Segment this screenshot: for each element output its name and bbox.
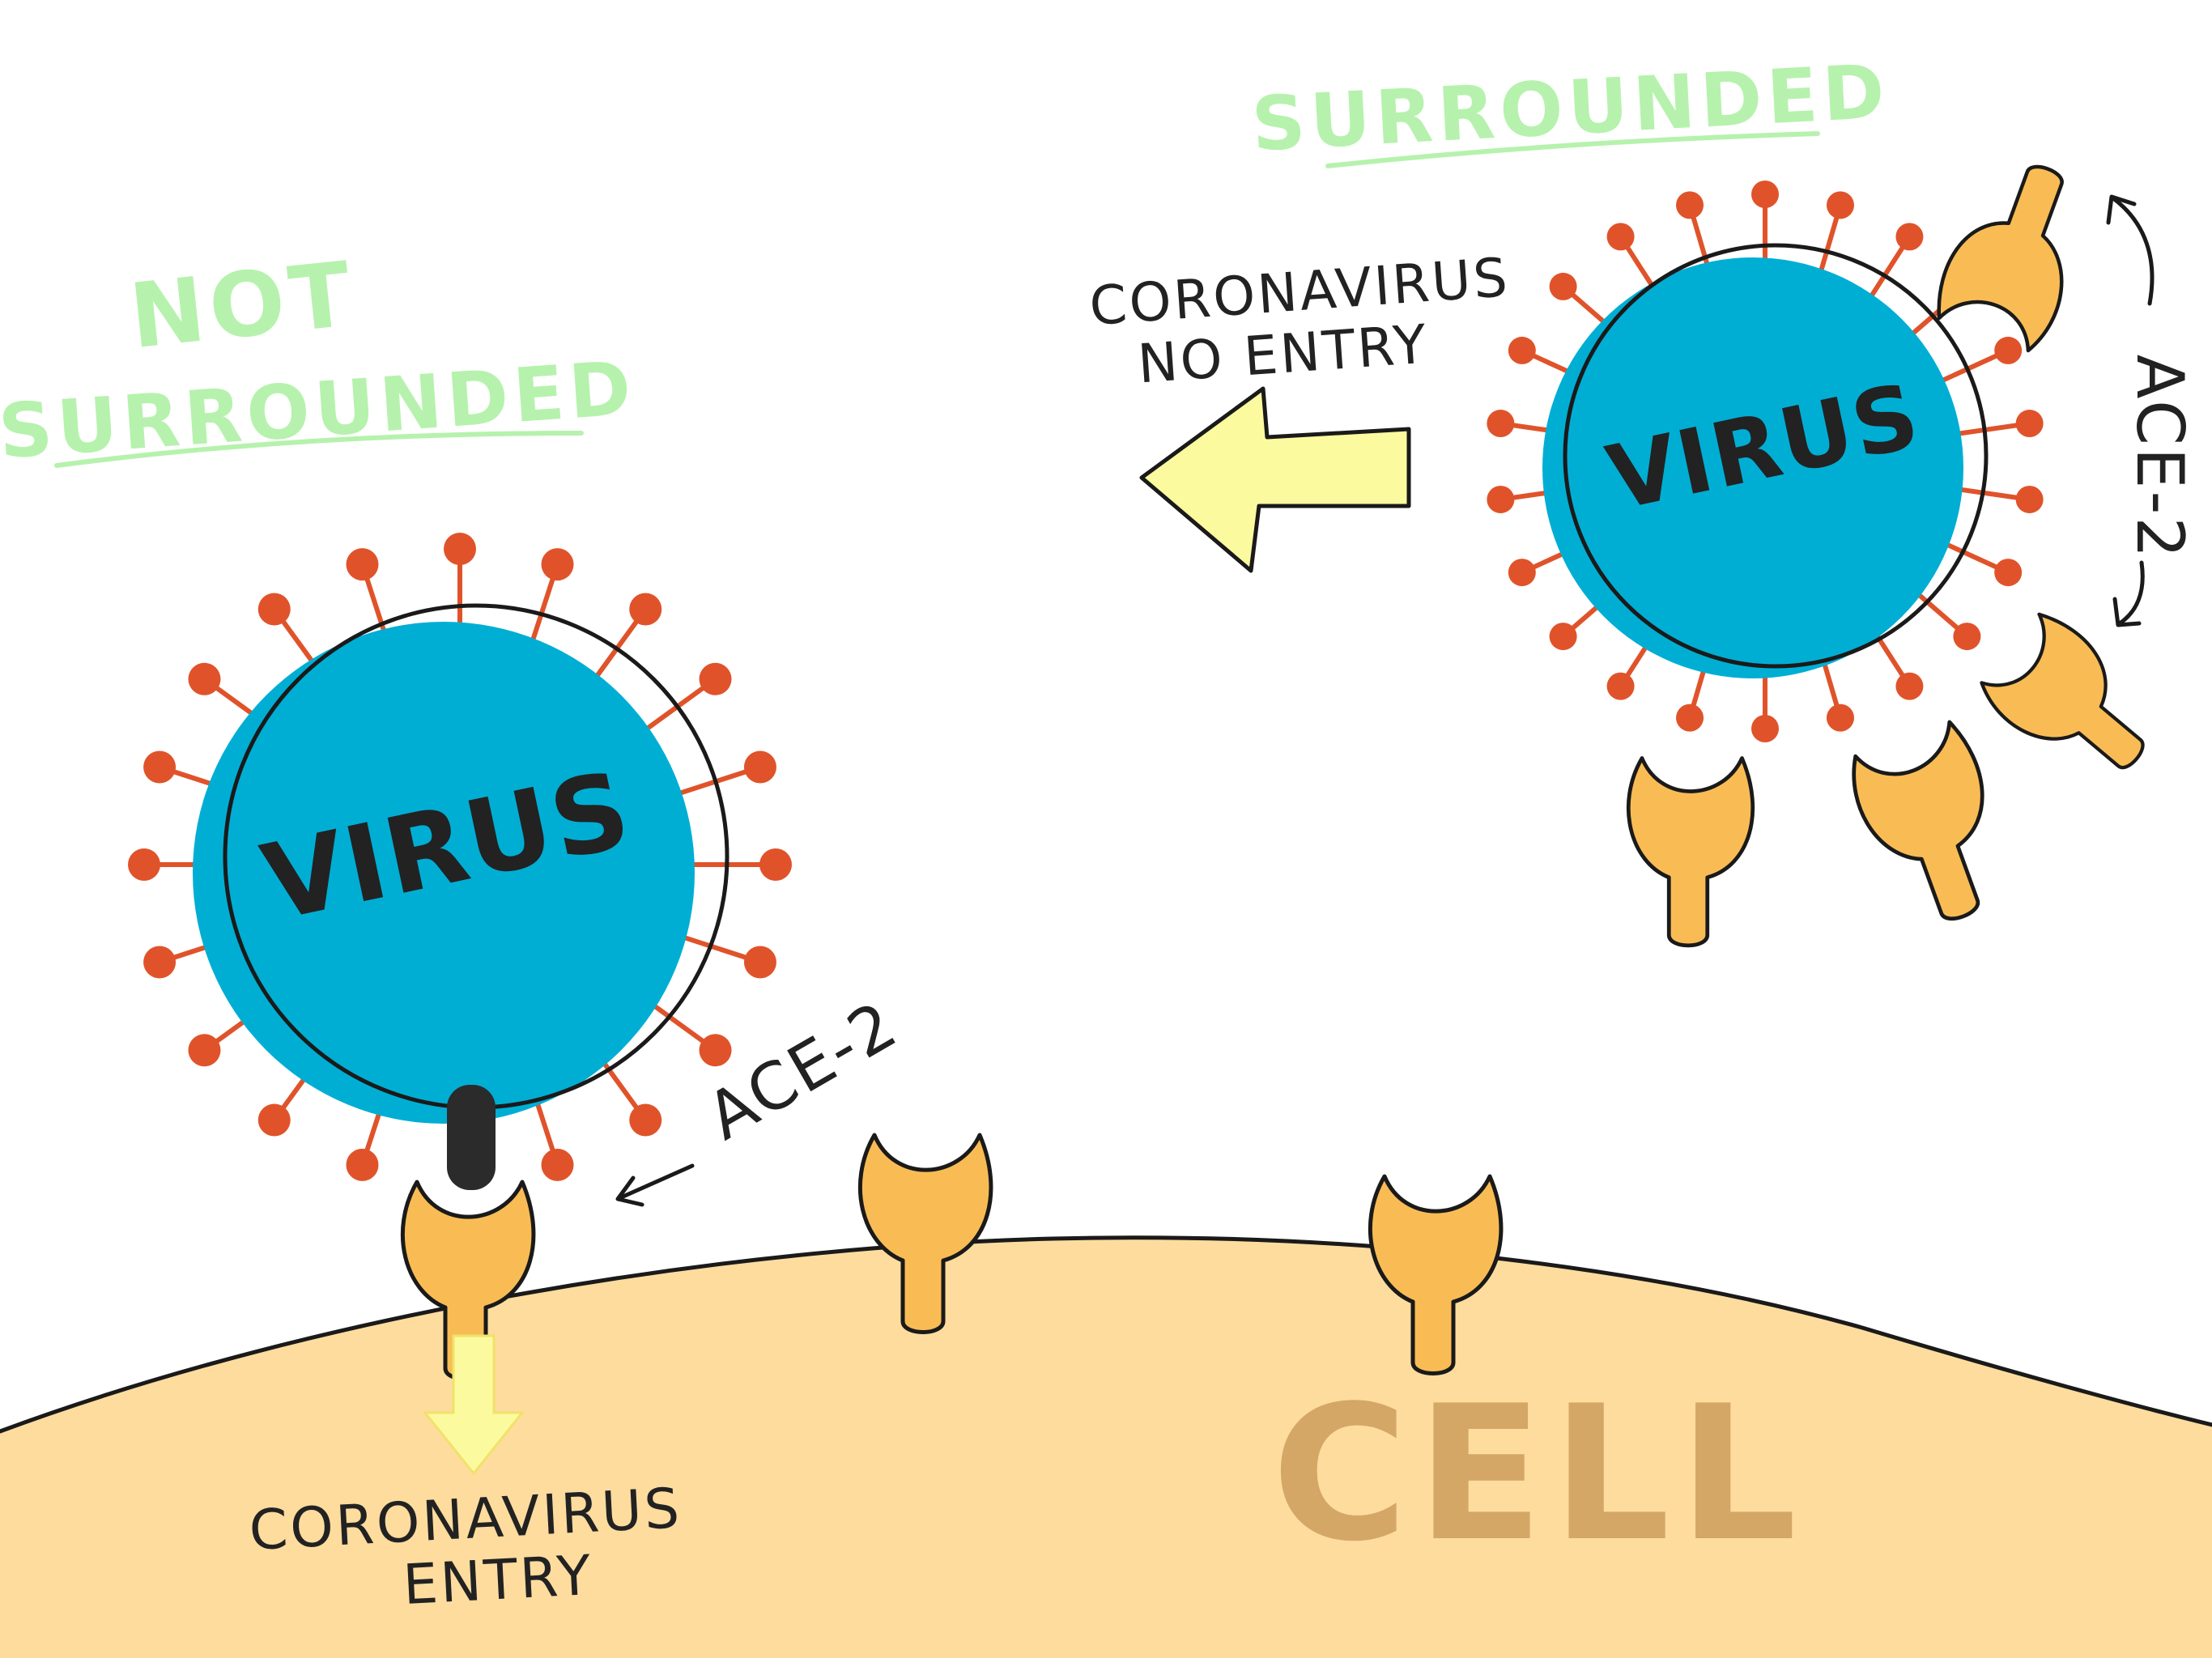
spike-tip [1953, 623, 1981, 651]
spike-tip [629, 593, 662, 626]
spike-tip [1994, 559, 2023, 587]
cell-label: CELL [1271, 1367, 1805, 1583]
surrounded-label: SURROUNDED [1249, 48, 1891, 168]
spike-tip [1487, 485, 1515, 513]
entry-label-line2: ENTRY [402, 1544, 595, 1618]
receptor-surround-bottom-2 [1843, 718, 2023, 937]
spike-tip [1606, 223, 1635, 251]
spike-tip [1549, 272, 1577, 300]
spike-tip [743, 750, 776, 784]
no-entry-arrow-icon [1139, 386, 1411, 573]
spike-tip [257, 1103, 291, 1137]
spike-tip [1606, 672, 1635, 700]
spike-tip [1676, 704, 1704, 732]
spike-tip [1994, 336, 2023, 364]
ace2-right-pointer-bottom-icon [2112, 560, 2145, 627]
spike-tip [1826, 191, 1854, 219]
surrounded-underline [1325, 131, 1820, 168]
spike-tip [128, 848, 160, 881]
spike-tip [2015, 410, 2044, 438]
virus-right: VIRUS [1487, 181, 2044, 742]
spike-tip [541, 1148, 574, 1181]
receptor-surround-top [1929, 148, 2101, 355]
spike-tip [257, 593, 291, 626]
virus-binder [447, 1085, 496, 1190]
not-surrounded-label-line2: SURROUNDED [0, 345, 639, 476]
spike-tip [188, 1034, 221, 1067]
ace2-right-label: ACE-2 [2122, 355, 2197, 561]
spike-tip [1751, 181, 1779, 208]
cell-body [0, 1235, 2212, 1658]
spike-tip [1895, 672, 1924, 700]
spike-tip [541, 548, 574, 581]
ace2-left-label: ACE-2 [695, 986, 911, 1154]
spike-tip [1549, 623, 1577, 651]
spike-tip [143, 750, 177, 784]
spike-tip [1895, 223, 1924, 251]
virus-left: VIRUS [128, 533, 792, 1190]
spike-tip [759, 848, 792, 881]
spike-tip [1751, 715, 1779, 742]
spike-tip [699, 662, 732, 695]
spike-tip [699, 1034, 732, 1067]
ace2-left-pointer-icon [615, 1163, 695, 1207]
spike-tip [346, 1148, 379, 1181]
receptor-surround-bottom-1 [1628, 759, 1752, 946]
not-surrounded-label-line1: NOT [125, 242, 359, 368]
spike-tip [2015, 485, 2044, 513]
spike-tip [743, 946, 776, 979]
spike-tip [1508, 336, 1536, 364]
spike-tip [444, 533, 476, 565]
spike-tip [1487, 410, 1515, 438]
virus-left-spikes [128, 533, 792, 1181]
spike-tip [1826, 704, 1854, 732]
spike-tip [188, 662, 221, 695]
not-surrounded-underline [54, 431, 584, 468]
ace2-right-pointer-top-icon [2106, 194, 2155, 306]
spike-tip [346, 548, 379, 581]
receptor-surround-right [1974, 607, 2174, 800]
spike-tip [1508, 559, 1536, 587]
entry-arrow-icon [422, 1334, 525, 1476]
spike-tip [629, 1103, 662, 1137]
spike-tip [1676, 191, 1704, 219]
spike-tip [143, 946, 177, 979]
